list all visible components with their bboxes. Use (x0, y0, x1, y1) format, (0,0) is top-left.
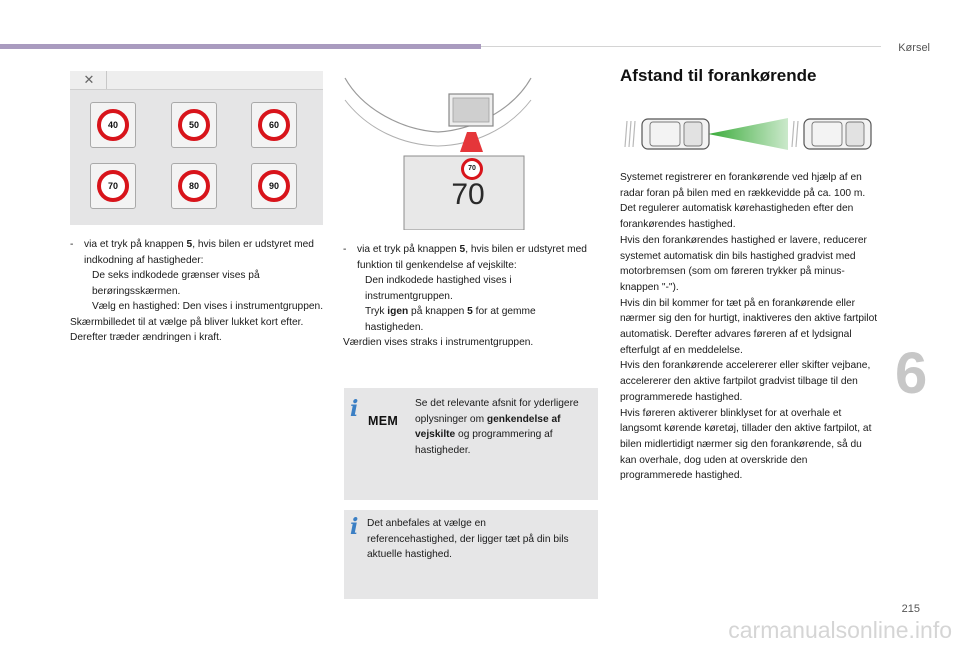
info-box-recommendation: i Det anbefales at vælge en referencehas… (344, 510, 598, 599)
text: og programmering af hastigheder. (415, 429, 553, 456)
speed-sign: 90 (258, 170, 290, 202)
text: via et tryk på knappen (84, 239, 187, 250)
section-heading: Afstand til forankørende (620, 66, 817, 85)
close-icon[interactable]: ✕ (72, 71, 107, 89)
text: via et tryk på knappen (357, 244, 460, 255)
section-title: Kørsel (898, 42, 930, 54)
speed-sign-button[interactable]: 50 (171, 102, 217, 148)
info-box-mem: i MEM Se det relevante afsnit for yderli… (344, 388, 598, 500)
chapter-number: 6 (895, 341, 928, 406)
paragraph: Systemet registrerer en forankørende ved… (620, 172, 866, 199)
speed-sign-button[interactable]: 80 (171, 163, 217, 209)
instrument-cluster-illustration: 70 70 (343, 70, 533, 231)
paragraph: Hvis den forankørendes hastighed er lave… (620, 234, 867, 293)
info-icon: i (350, 514, 359, 540)
sub-bullet: De seks indkodede grænser vises på berør… (70, 268, 325, 299)
text: på knappen (408, 306, 468, 317)
paragraph: Værdien vises straks i instrumentgruppen… (343, 337, 534, 348)
speed-sign: 80 (178, 170, 210, 202)
header-rule (481, 46, 881, 47)
text: for at gemme hastigheden. (365, 306, 536, 333)
header-accent-bar (0, 44, 481, 49)
paragraph: Hvis føreren aktiverer blinklyset for at… (620, 407, 872, 482)
bullet-dash: - (70, 239, 74, 250)
radar-drawing (624, 118, 872, 150)
bold-text: igen (387, 306, 409, 317)
page-number: 215 (901, 603, 920, 615)
info-text: Det anbefales at vælge en referencehasti… (367, 518, 569, 560)
text: , hvis bilen er udstyret med funktion ti… (357, 244, 587, 271)
bullet-item: - via et tryk på knappen 5, hvis bilen e… (70, 237, 325, 268)
text: De seks indkodede grænser vises på berør… (92, 270, 260, 297)
middle-column-text: - via et tryk på knappen 5, hvis bilen e… (343, 242, 593, 351)
text: , hvis bilen er udstyret med indkodning … (84, 239, 314, 266)
text: Se det relevante afsnit for yderligere o… (415, 398, 579, 425)
speed-sign: 40 (97, 109, 129, 141)
button-number: 5 (467, 306, 473, 317)
paragraph: Skærmbilledet til at vælge på bliver luk… (70, 316, 304, 328)
speed-sign: 70 (97, 170, 129, 202)
paragraph: Det regulerer automatisk kørehastigheden… (620, 203, 854, 231)
bullet-item: - via et tryk på knappen 5, hvis bilen e… (343, 242, 593, 273)
speed-sign-button[interactable]: 40 (90, 102, 136, 148)
distance-radar-illustration (620, 112, 875, 156)
paragraph: Hvis den forankørende accelererer eller … (620, 360, 871, 403)
watermark: carmanualsonline.info (728, 617, 952, 643)
sub-bullet: Tryk igen på knappen 5 for at gemme hast… (343, 304, 593, 335)
bullet-dash: - (343, 244, 347, 255)
speed-sign-button[interactable]: 60 (251, 102, 297, 148)
speed-selection-screen: ✕ 40 50 60 70 80 90 (70, 71, 323, 225)
bold-text: genkendelse af vejskilte (415, 413, 561, 441)
right-column-text: Systemet registrerer en forankørende ved… (620, 170, 878, 484)
speed-sign: 60 (258, 109, 290, 141)
paragraph: Derefter træder ændringen i kraft. (70, 332, 222, 343)
mem-badge: MEM (368, 414, 399, 428)
sub-bullet: Den indkodede hastighed vises i instrume… (343, 273, 593, 304)
text: Tryk (365, 306, 388, 317)
text: Vælg en hastighed: Den vises i instrumen… (92, 301, 324, 312)
button-number: 5 (186, 239, 193, 250)
button-number: 5 (459, 244, 466, 255)
sub-bullet: Vælg en hastighed: Den vises i instrumen… (70, 299, 325, 315)
small-speed-sign: 70 (461, 158, 483, 180)
speed-sign: 50 (178, 109, 210, 141)
left-column-text: - via et tryk på knappen 5, hvis bilen e… (70, 237, 325, 346)
screen-header: ✕ (70, 71, 323, 90)
text: Den indkodede hastighed vises i instrume… (365, 275, 512, 302)
speed-sign-button[interactable]: 90 (251, 163, 297, 209)
speed-sign-button[interactable]: 70 (90, 163, 136, 209)
info-text: Se det relevante afsnit for yderligere o… (415, 396, 587, 458)
paragraph: Hvis din bil kommer for tæt på en forank… (620, 297, 878, 356)
dashboard-drawing (344, 77, 532, 231)
cluster-speed-value: 70 (451, 178, 485, 211)
info-icon: i (350, 396, 359, 422)
